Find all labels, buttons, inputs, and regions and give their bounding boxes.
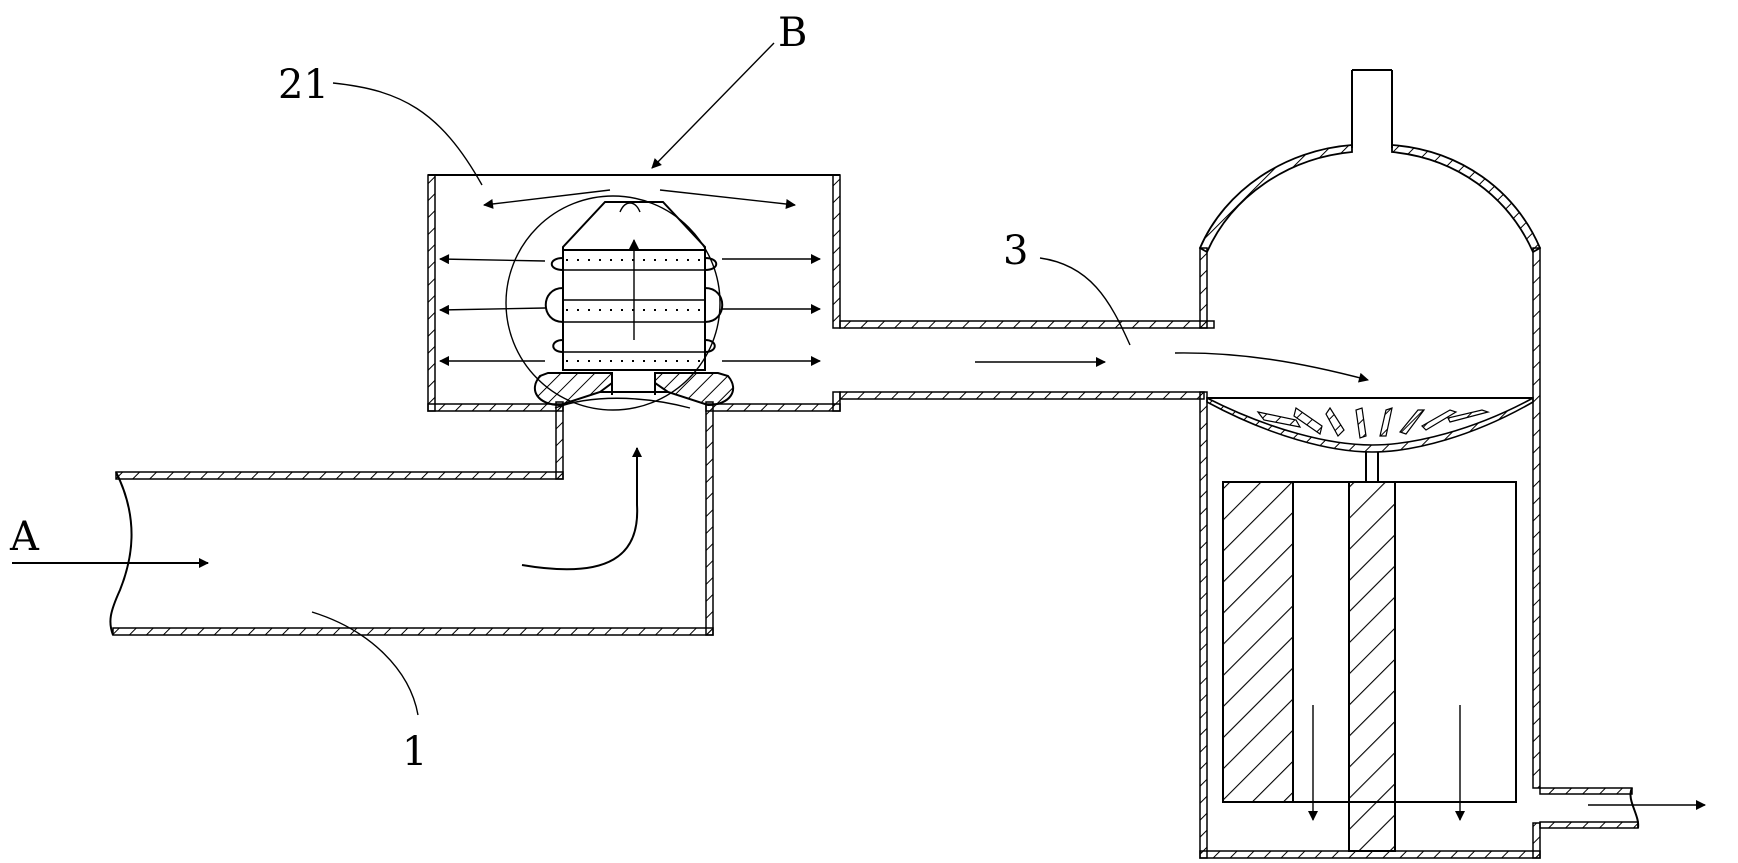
connecting-pipe	[839, 320, 1215, 400]
vessel-dome	[1198, 144, 1353, 254]
label-detail: B	[778, 10, 807, 56]
label-chamber: 21	[278, 62, 329, 108]
filter-element-left	[1222, 481, 1294, 803]
distribution-chamber	[427, 174, 841, 412]
filter-element-center	[1348, 481, 1396, 852]
reference-labels: A B 21 3 1	[9, 10, 1028, 775]
nozzle-seat-right	[654, 372, 735, 407]
label-connecting-pipe: 3	[1003, 228, 1028, 274]
label-inlet-pipe: 1	[402, 729, 427, 775]
separator-vessel	[1198, 69, 1640, 859]
outlet-break-line	[1629, 787, 1640, 829]
flow-arrows	[12, 189, 1706, 821]
detail-circle	[505, 195, 721, 411]
label-inlet: A	[9, 514, 40, 560]
inlet-pipe	[109, 401, 714, 636]
nozzle-seat-left	[533, 372, 613, 407]
break-line	[109, 471, 133, 636]
nozzle-assembly	[505, 195, 735, 411]
leader-lines	[311, 42, 1131, 716]
